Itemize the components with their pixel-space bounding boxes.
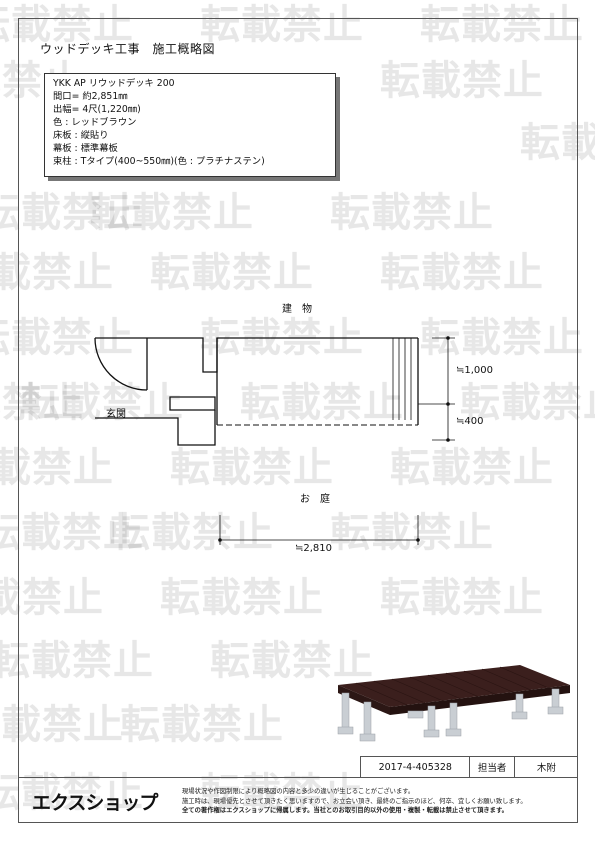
deck-board-line [373,680,426,704]
dim-dot [446,336,450,340]
deck-board-line [481,668,534,692]
post-base [445,728,462,737]
deck-board-line [391,678,444,702]
page-frame [18,18,578,823]
dimension-depth-upper: ≒1,000 [456,365,494,376]
garden-label: お 庭 [300,494,330,505]
dimension-width: ≒2,810 [295,543,333,554]
post-base [547,706,564,715]
footer: エクスショップ 現場状況や作図制限により概略図の内容と多少の違いが生じることがご… [18,777,578,823]
footer-note: 現場状況や作図制限により概略図の内容と多少の違いが生じることがございます。 [182,788,415,795]
deck-fascia-left [338,685,390,715]
dim-dot [416,538,420,542]
post-base [407,710,424,719]
spec-line: 幕板 : 標準幕板 [53,143,118,154]
footer-note: 全ての著作権はエクスショップに帰属します。当社とのお取引目的以外の使用・複製・転… [182,807,508,814]
deck-board-line [445,672,498,696]
post-base [337,726,354,735]
staff-label: 担当者 [470,757,515,777]
building-wall-line [95,337,418,373]
deck-board-line [409,676,462,700]
spec-line: 束柱 : Tタイプ(400~550㎜)(色 : プラチナステン) [53,156,265,167]
spec-line: 出幅= 4尺(1,220㎜) [53,104,141,115]
entrance-floor-line [95,410,216,446]
footer-note: 施工時は、現場優先とさせて頂きたく思いますので、お立会い頂き、最終のご指示のほど… [182,797,527,805]
deck-post [515,693,524,715]
deck-post [551,688,560,710]
post-base [511,711,528,720]
spec-box: YKK AP リウッドデッキ 200 間口= 約2,851㎜ 出幅= 4尺(1,… [44,73,336,177]
spec-line: YKK AP リウッドデッキ 200 [53,78,175,89]
deck-post [363,701,372,737]
staff-name: 木附 [536,763,556,774]
footer-notes: 現場状況や作図制限により概略図の内容と多少の違いが生じることがございます。 施工… [182,787,527,816]
dim-dot [446,402,450,406]
dim-dot [218,538,222,542]
post-base [423,729,440,738]
dimension-depth-lower: ≒400 [456,416,484,427]
deck-post [427,705,436,733]
document-number: 2017-4-405328 [361,757,471,777]
deck-post [341,692,350,730]
footer-info-row: 2017-4-405328 担当者 木附 [360,756,578,777]
dim-dot [446,438,450,442]
post-base [359,733,376,742]
deck-board-line [499,666,552,690]
deck-board-line [355,682,408,706]
entrance-step [169,396,216,411]
building-label: 建 物 [282,304,312,315]
spec-line: 間口= 約2,851㎜ [53,91,128,102]
spec-line: 色 : レッドブラウン [53,117,137,128]
entrance-label: 玄関 [106,409,126,420]
door-swing-arc [94,337,148,391]
document-title: ウッドデッキ工事 施工概略図 [40,42,216,56]
deck-board-line [427,674,480,698]
spec-line: 床板 : 縦貼り [53,130,109,141]
deck-illustration [337,665,570,742]
deck-post [449,702,458,732]
company-logo: エクスショップ [32,792,158,814]
deck-board-line [463,670,516,694]
